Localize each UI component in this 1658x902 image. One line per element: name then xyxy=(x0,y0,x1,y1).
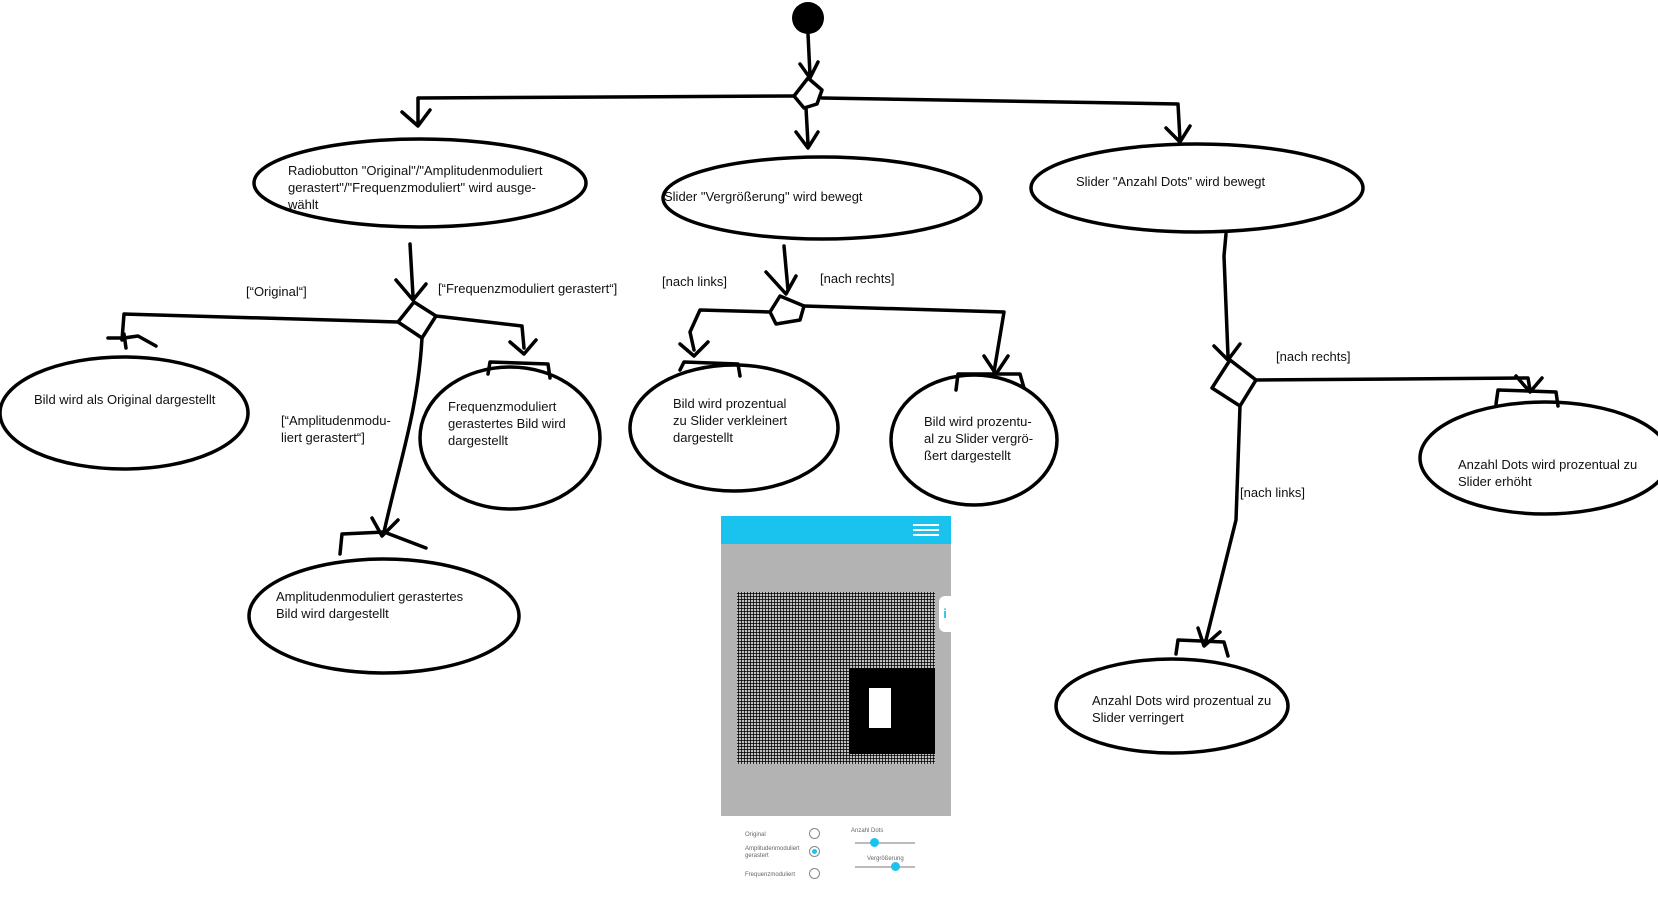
edge-main-left xyxy=(400,94,796,128)
option-ampl-label: Amplitudenmoduliert gerastert xyxy=(745,846,800,859)
edge-dots-down xyxy=(1196,404,1242,648)
bar-dots-down xyxy=(1174,638,1230,658)
original-result-label: Bild wird als Original dargestellt xyxy=(34,392,216,407)
guard-zoom-right: [nach rechts] xyxy=(820,271,895,286)
ampl-result-label: Amplitudenmoduliert gerastertes Bild wir… xyxy=(276,589,464,621)
edge-zoom-to-decision xyxy=(764,244,798,296)
dots-up-result-node xyxy=(1418,400,1658,516)
zoom-event-node xyxy=(661,155,983,241)
freq-result-node xyxy=(418,365,602,511)
edge-main-center xyxy=(794,106,820,150)
controls-panel: Original Amplitudenmoduliert gerastert F… xyxy=(721,816,951,888)
radio-decision xyxy=(396,300,438,340)
guard-freq: [“Frequenzmoduliert gerastert“] xyxy=(438,281,618,296)
slider-zoom-knob[interactable] xyxy=(890,862,900,871)
app-mockup: i Original Amplitudenmoduliert gerastert… xyxy=(721,516,951,888)
bar-ampl xyxy=(338,530,428,556)
dots-down-result-label: Anzahl Dots wird prozentual zu Slider ve… xyxy=(1092,693,1272,725)
slider-dots-knob[interactable] xyxy=(870,838,880,847)
info-icon[interactable]: i xyxy=(939,596,951,632)
dots-down-result-node xyxy=(1054,657,1290,755)
main-decision xyxy=(792,76,824,110)
hamburger-menu-icon[interactable] xyxy=(913,524,939,538)
slider-zoom-label: Vergrößerung xyxy=(867,856,904,862)
edge-dots-to-decision xyxy=(1212,232,1242,362)
edge-zoom-left xyxy=(678,308,772,358)
bar-shrink xyxy=(678,360,742,378)
freq-result-label: Frequenzmoduliert gerastertes Bild wird … xyxy=(448,399,566,448)
guard-zoom-left: [nach links] xyxy=(662,274,728,289)
dots-event-node xyxy=(1029,142,1365,234)
slider-dots-label: Anzahl Dots xyxy=(851,828,884,834)
grow-result-label: Bild wird prozentu- al zu Slider vergrö-… xyxy=(924,414,1034,463)
option-freq-label: Frequenzmoduliert xyxy=(745,872,796,878)
option-original-label: Original xyxy=(745,832,766,838)
slider-zoom[interactable] xyxy=(855,862,915,871)
shrink-result-label: Bild wird prozentual zu Slider verkleine… xyxy=(673,396,788,445)
zoom-event-label: Slider "Vergrößerung" wird bewegt xyxy=(664,189,863,204)
edge-radio-left xyxy=(106,312,400,350)
radio-freq[interactable] xyxy=(809,868,820,879)
edge-main-right xyxy=(820,96,1192,144)
edge-radio-right xyxy=(434,314,538,356)
radio-event-label: Radiobutton "Original"/"Amplitudenmoduli… xyxy=(288,163,543,212)
dots-decision xyxy=(1210,358,1258,408)
bar-grow xyxy=(954,372,1026,392)
guard-dots-left: [nach links] xyxy=(1240,485,1306,500)
edge-radio-down xyxy=(370,336,424,538)
guard-original: [“Original“] xyxy=(246,284,307,299)
ampl-result-node xyxy=(247,557,521,675)
app-header-bar xyxy=(721,516,951,544)
start-node xyxy=(792,2,824,34)
edge-radio-to-decision xyxy=(394,242,428,302)
dots-up-result-label: Anzahl Dots wird prozentual zu Slider er… xyxy=(1458,457,1638,489)
slider-dots[interactable] xyxy=(855,838,915,847)
image-canvas: i xyxy=(721,544,951,816)
guard-ampl: [“Amplitudenmodu- liert gerastert“] xyxy=(281,413,391,445)
radio-original[interactable] xyxy=(809,828,820,839)
edge-start-to-decision xyxy=(798,32,820,80)
dots-event-label: Slider "Anzahl Dots" wird bewegt xyxy=(1076,174,1266,189)
radio-event-node xyxy=(252,137,588,229)
bar-dots-up xyxy=(1494,388,1560,408)
original-result-node xyxy=(0,355,250,471)
shrink-result-node xyxy=(628,363,840,493)
edge-zoom-right xyxy=(802,304,1010,376)
radio-ampl[interactable] xyxy=(809,846,820,857)
grow-result-node xyxy=(889,373,1059,507)
zoom-decision xyxy=(768,294,806,326)
guard-dots-right: [nach rechts] xyxy=(1276,349,1351,364)
halftone-image xyxy=(737,592,935,764)
